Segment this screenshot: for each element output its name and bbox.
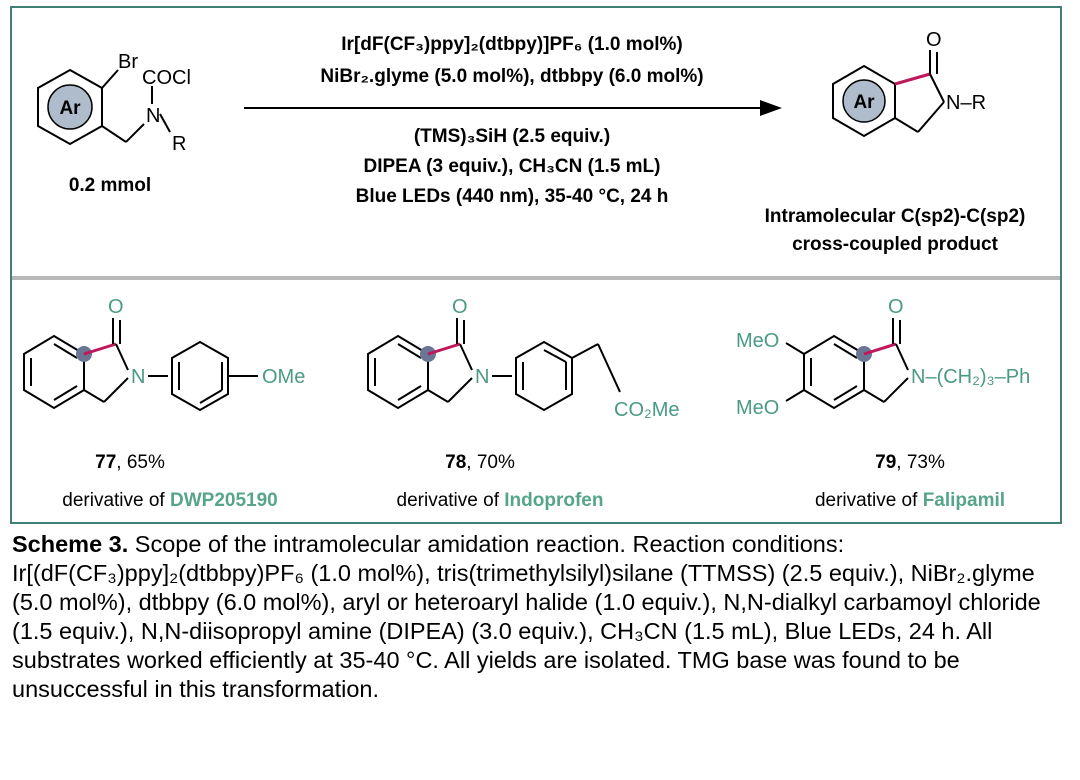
scheme-caption: Scheme 3. Scope of the intramolecular am… [12,530,1068,704]
compound-78-label: 78, 70% [390,452,570,474]
product-label-line-1: Intramolecular C(sp2)-C(sp2) [764,206,1026,227]
reactant-r-label: R [172,133,186,155]
compound-79-derivative: derivative of Falipamil [760,490,1060,512]
c77-n: N [131,366,145,388]
compound-77-derivative: derivative of DWP205190 [20,490,320,512]
ar-circle [47,84,93,130]
reactant-n-label: N [146,105,160,127]
compound-77-yield: , 65% [116,452,165,473]
compound-77-number: 77 [95,452,117,473]
condition-line-5: Blue LEDs (440 nm), 35-40 °C, 24 h [355,186,669,207]
scheme-divider [12,276,1060,280]
compound-78-number: 78 [445,452,467,473]
compound-79-number: 79 [875,452,897,473]
reactant-amount-label: 0.2 mmol [68,175,152,196]
condition-line-3: (TMS)₃SiH (2.5 equiv.) [413,126,611,147]
derivative-prefix: derivative of [62,490,170,511]
condition-line-1: Ir[dF(CF₃)ppy]₂(dtbpy)]PF₆ (1.0 mol%) [341,34,683,55]
compound-78-structure [367,318,621,412]
c78-o: O [452,296,468,318]
compound-77-structure [23,318,258,412]
product-nr-label: N–R [946,92,986,114]
c79-chain: N–(CH₂)₃–Ph [911,366,1030,388]
compound-79-label: 79, 73% [820,452,1000,474]
compound-78-yield: , 70% [466,452,515,473]
compound-79-yield: , 73% [896,452,945,473]
caption-text: Scope of the intramolecular amidation re… [12,531,1041,702]
derivative-prefix: derivative of [396,490,505,511]
c77-ome: OMe [262,366,305,388]
compound-78-derivative: derivative of Indoprofen [350,490,650,512]
reactant-structure [37,68,171,146]
condition-line-4: DIPEA (3 equiv.), CH₃CN (1.5 mL) [363,156,661,177]
reactant-ar-label: Ar [59,98,81,119]
reactant-br-label: Br [118,51,138,73]
c79-meo-top: MeO [736,330,779,352]
c79-meo-bottom: MeO [736,397,779,419]
compound-79-structure [785,318,909,410]
product-o-label: O [926,29,942,51]
reaction-arrow [244,100,782,116]
c79-o: O [888,296,904,318]
drug-name-dwp205190: DWP205190 [170,490,278,511]
product-label-line-2: cross-coupled product [792,234,998,255]
c78-n: N [475,366,489,388]
drug-name-falipamil: Falipamil [922,490,1006,511]
scheme-frame [10,6,1062,524]
compound-77-label: 77, 65% [40,452,220,474]
drug-name-indoprofen: Indoprofen [504,490,604,511]
product-ar-label: Ar [853,92,875,113]
derivative-prefix: derivative of [814,490,923,511]
condition-line-2: NiBr₂.glyme (5.0 mol%), dtbbpy (6.0 mol%… [320,66,704,87]
c78-co2me: CO₂Me [614,399,680,421]
product-structure [832,50,945,138]
caption-label: Scheme 3. [12,531,129,557]
c77-o: O [108,296,124,318]
reactant-cocl-label: COCl [142,67,191,89]
